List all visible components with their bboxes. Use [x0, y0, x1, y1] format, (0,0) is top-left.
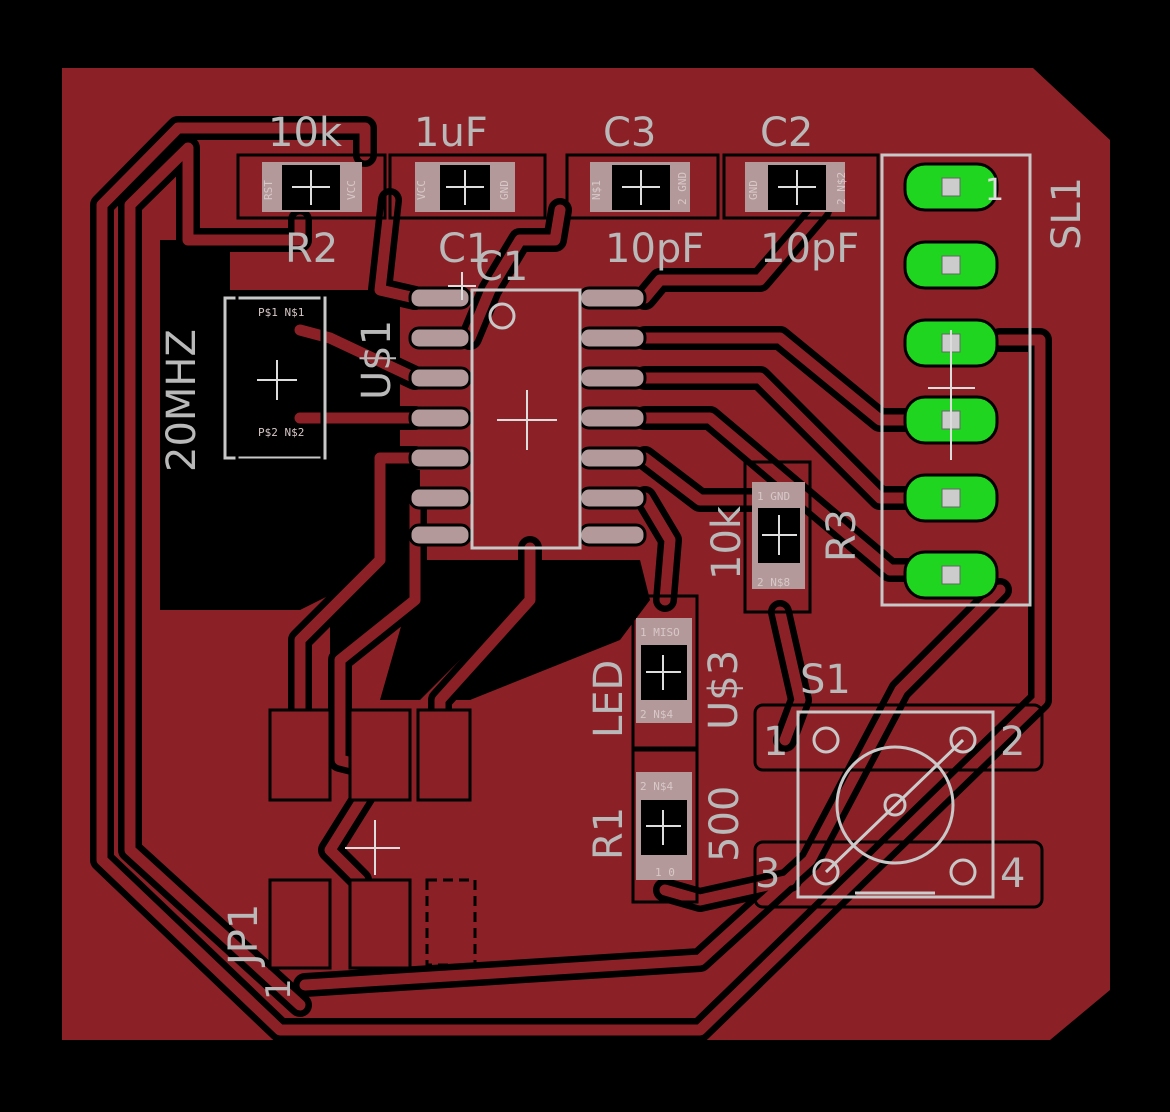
s1-pin4-label: 4: [1000, 851, 1025, 897]
pad-label: P$2 N$2: [258, 426, 304, 439]
crystal-20mhz[interactable]: P$1 N$1 P$2 N$2: [223, 290, 327, 462]
s1-switch[interactable]: [753, 703, 1044, 909]
u3-name-label: U$3: [701, 650, 747, 730]
pad-label: GND: [747, 180, 760, 200]
pad-label: 1 GND: [757, 490, 790, 503]
c3-capacitor[interactable]: N$1 2 GND: [565, 153, 720, 220]
r2-name-label: R2: [285, 226, 338, 272]
pad-label: 2 GND: [676, 172, 689, 205]
c2-name-label: C2: [760, 110, 813, 156]
c1-overlap-label: C1: [475, 244, 528, 290]
s1-pin2-label: 2: [1000, 719, 1025, 765]
jp1-connector[interactable]: [268, 708, 477, 970]
sl1-header[interactable]: [880, 153, 1032, 607]
pad-label: 2 N$2: [835, 172, 848, 205]
pad-label: 2 N$4: [640, 780, 673, 793]
u1-name-label: U$1: [354, 320, 400, 400]
pad-label: VCC: [415, 180, 428, 200]
led-u3[interactable]: 1 MISO 2 N$4: [631, 594, 699, 750]
c2-value-label: 10pF: [760, 226, 859, 272]
pad-label: P$1 N$1: [258, 306, 304, 319]
s1-pin3-label: 3: [755, 851, 780, 897]
u1-chip[interactable]: [408, 272, 647, 550]
crystal-value-label: 20MHZ: [159, 329, 205, 472]
r1-value-label: 500: [702, 786, 748, 862]
pad-label: VCC: [345, 180, 358, 200]
pad-label: 2 N$4: [640, 708, 673, 721]
c2-capacitor[interactable]: GND 2 N$2: [722, 153, 880, 220]
c-1uf-value-label: 1uF: [414, 110, 488, 156]
c1-name-label: C1: [438, 226, 491, 272]
pad-label: GND: [498, 180, 511, 200]
r3-value-label: 10k: [704, 505, 750, 580]
r1-name-label: R1: [586, 807, 632, 860]
r3-name-label: R3: [819, 509, 865, 562]
sl1-pin1-label: 1: [985, 173, 1004, 208]
pad-label: N$1: [590, 180, 603, 200]
s1-name-label: S1: [800, 657, 851, 703]
c1-capacitor[interactable]: VCC GND: [388, 153, 547, 220]
r2-value-label: 10k: [268, 110, 343, 156]
jp1-name-label: JP1: [221, 904, 267, 968]
pad-label: 2 N$8: [757, 576, 790, 589]
jp1-pin1-label: 1: [259, 978, 299, 1000]
s1-pin1-label: 1: [763, 719, 788, 765]
r1-resistor[interactable]: 2 N$4 1 0: [631, 748, 699, 904]
sl1-name-label: SL1: [1044, 177, 1090, 250]
pad-label: RST: [262, 180, 275, 200]
pad-label: 1 MISO: [640, 626, 680, 639]
c3-value-label: 10pF: [605, 226, 704, 272]
r3-resistor[interactable]: 1 GND 2 N$8: [743, 460, 812, 614]
r2-resistor[interactable]: RST VCC: [236, 153, 387, 220]
led-value-label: LED: [586, 660, 632, 738]
c3-name-label: C3: [603, 110, 656, 156]
pad-label: 1 0: [655, 866, 675, 879]
